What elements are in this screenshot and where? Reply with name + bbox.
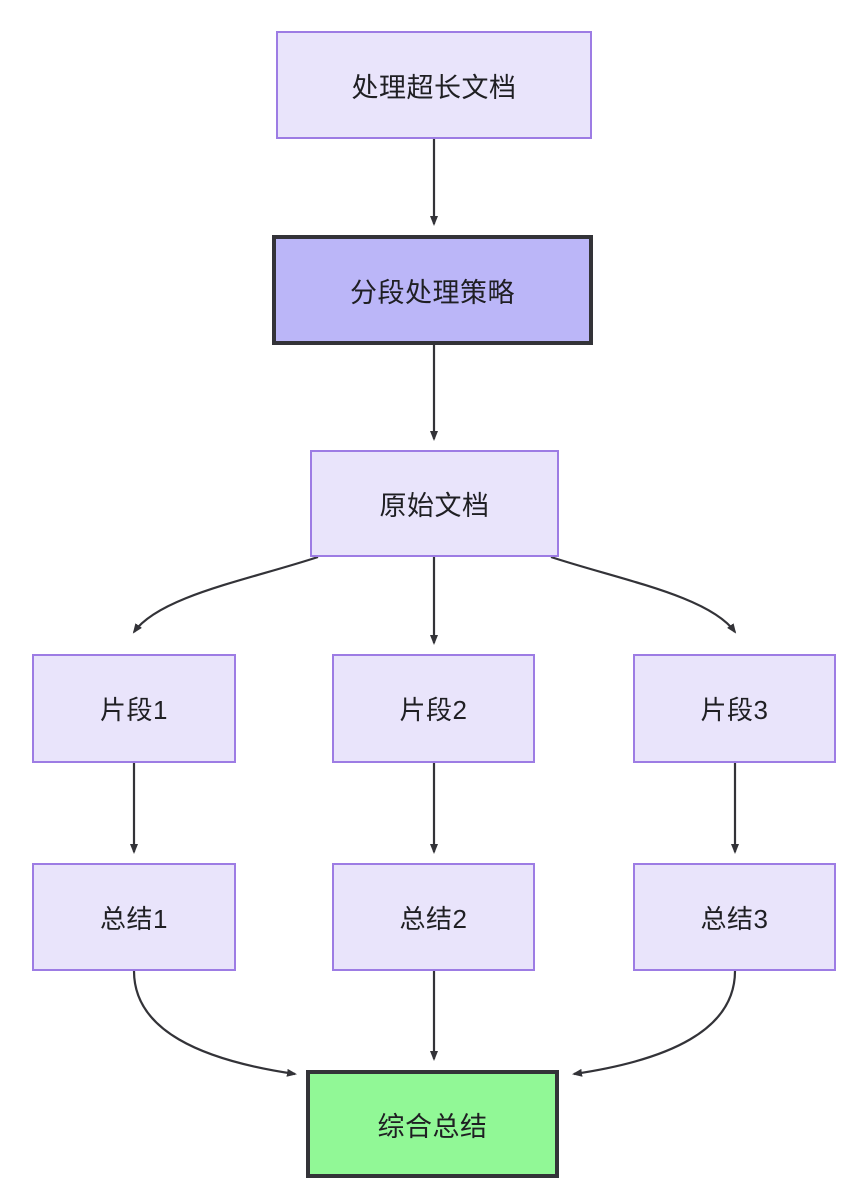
node-segment-2[interactable]: 片段2: [332, 654, 535, 763]
node-label: 总结3: [700, 903, 769, 934]
node-comprehensive-summary[interactable]: 综合总结: [306, 1070, 559, 1178]
node-label: 片段1: [100, 695, 168, 725]
node-label: 综合总结: [377, 1111, 488, 1142]
node-chunking-strategy[interactable]: 分段处理策略: [272, 235, 593, 345]
edge-n9-n10: [572, 970, 737, 1077]
node-segment-1[interactable]: 片段1: [32, 654, 236, 763]
node-label: 片段2: [399, 695, 468, 725]
node-segment-3[interactable]: 片段3: [633, 654, 836, 763]
node-process-long-document[interactable]: 处理超长文档: [276, 31, 592, 139]
edge-n3-n4: [132, 555, 319, 634]
node-label: 分段处理策略: [350, 277, 515, 308]
node-summary-3[interactable]: 总结3: [633, 863, 836, 971]
node-original-document[interactable]: 原始文档: [310, 450, 559, 557]
node-summary-2[interactable]: 总结2: [332, 863, 535, 971]
node-label: 原始文档: [379, 491, 490, 521]
node-label: 总结1: [100, 903, 168, 934]
edge-n3-n6: [550, 555, 737, 634]
node-label: 片段3: [700, 695, 769, 725]
edge-n7-n10: [132, 970, 297, 1077]
node-summary-1[interactable]: 总结1: [32, 863, 236, 971]
node-label: 处理超长文档: [351, 72, 517, 103]
node-label: 总结2: [399, 903, 468, 934]
